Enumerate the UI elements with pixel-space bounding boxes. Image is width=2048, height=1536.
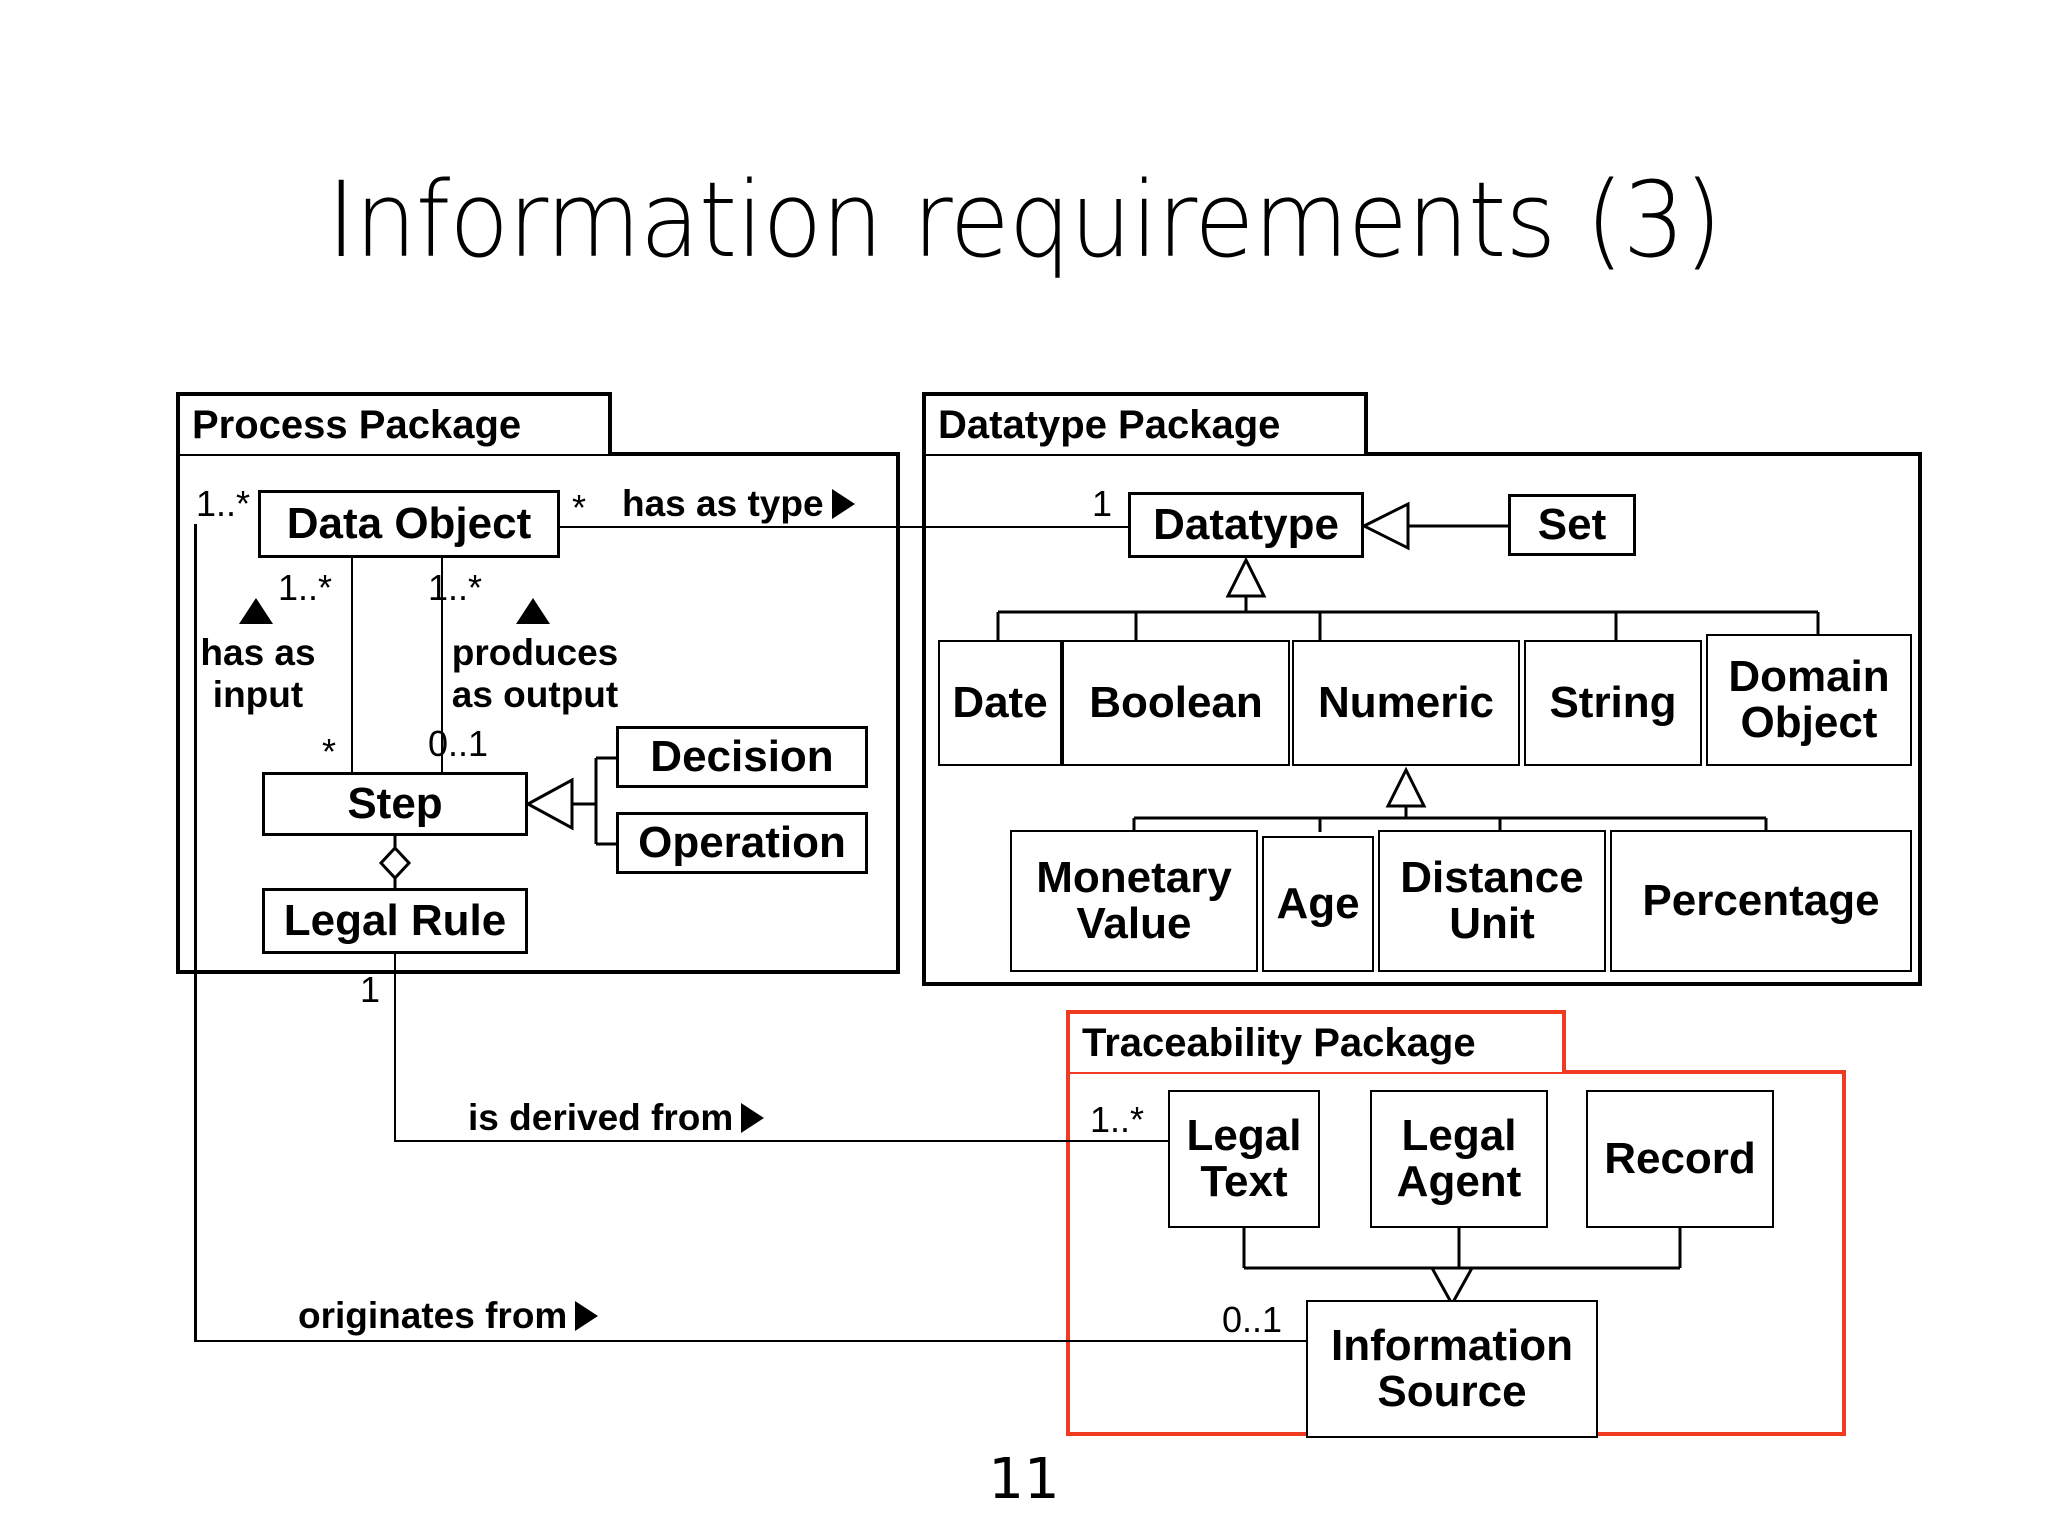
aggregation-step-legal-rule — [378, 832, 412, 892]
multiplicity-has-as-input-bottom: * — [322, 731, 337, 772]
association-label-has-as-type-text: has as type — [622, 483, 824, 524]
class-monetary-value[interactable]: Monetary Value — [1010, 830, 1258, 972]
line-has-as-type — [560, 526, 1128, 528]
class-decision-label: Decision — [650, 731, 834, 781]
class-step-label: Step — [347, 778, 443, 828]
role-has-as-input: has as input — [194, 632, 322, 716]
class-string[interactable]: String — [1524, 640, 1702, 766]
line-originates-from — [194, 1340, 1316, 1342]
association-label-has-as-type: has as type — [622, 484, 855, 524]
role-produces-as-output-line1: produces — [451, 632, 619, 673]
class-information-source[interactable]: Information Source — [1306, 1300, 1598, 1438]
class-boolean[interactable]: Boolean — [1062, 640, 1290, 766]
class-age-label: Age — [1276, 878, 1360, 928]
class-legal-agent-label: Legal Agent — [1396, 1110, 1522, 1206]
class-step[interactable]: Step — [262, 772, 528, 836]
process-package-tab: Process Package — [176, 392, 612, 454]
class-operation[interactable]: Operation — [616, 812, 868, 874]
class-legal-rule[interactable]: Legal Rule — [262, 888, 528, 954]
association-label-originates-from-text: originates from — [298, 1295, 568, 1336]
class-numeric[interactable]: Numeric — [1292, 640, 1520, 766]
class-record[interactable]: Record — [1586, 1090, 1774, 1228]
class-domain-object-label: Domain Object — [1728, 651, 1890, 747]
multiplicity-is-derived-from-source: 1 — [360, 969, 381, 1010]
arrow-right-icon — [575, 1301, 599, 1331]
class-legal-text-label: Legal Text — [1186, 1110, 1302, 1206]
class-age[interactable]: Age — [1262, 836, 1374, 972]
class-percentage-label: Percentage — [1642, 875, 1880, 925]
multiplicity-datatype-left: 1 — [1092, 483, 1113, 524]
association-label-originates-from: originates from — [298, 1295, 599, 1336]
class-legal-text[interactable]: Legal Text — [1168, 1090, 1320, 1228]
role-produces-as-output: produces as output — [440, 632, 630, 716]
class-operation-label: Operation — [638, 817, 846, 867]
generalization-datatype-subclasses — [996, 556, 1820, 642]
class-datatype-label: Datatype — [1153, 499, 1339, 549]
role-has-as-input-line1: has as — [200, 632, 316, 673]
class-information-source-label: Information Source — [1331, 1320, 1573, 1416]
arrow-right-icon — [831, 489, 855, 519]
line-data-object-left-down — [194, 524, 197, 1342]
datatype-package-label: Datatype Package — [938, 402, 1281, 447]
line-has-as-input — [351, 558, 353, 774]
class-boolean-label: Boolean — [1089, 677, 1263, 727]
class-string-label: String — [1549, 677, 1677, 727]
process-package-label: Process Package — [192, 402, 522, 447]
class-set[interactable]: Set — [1508, 494, 1636, 556]
class-datatype[interactable]: Datatype — [1128, 492, 1364, 558]
class-legal-rule-label: Legal Rule — [283, 895, 507, 945]
class-numeric-label: Numeric — [1317, 677, 1495, 727]
class-date[interactable]: Date — [938, 640, 1062, 766]
line-legal-rule-down — [394, 954, 396, 1142]
page-title: Information requirements (3) — [326, 159, 1722, 281]
class-date-label: Date — [952, 677, 1048, 727]
multiplicity-produces-as-output-bottom: 0..1 — [428, 723, 489, 764]
class-monetary-value-label: Monetary Value — [1036, 852, 1232, 948]
generalization-numeric-subclasses — [1132, 766, 1768, 832]
traceability-package-tab: Traceability Package — [1066, 1010, 1566, 1072]
multiplicity-originates-from-target: 0..1 — [1222, 1299, 1283, 1340]
class-distance-unit[interactable]: Distance Unit — [1378, 830, 1606, 972]
multiplicity-data-object-left: 1..* — [196, 483, 251, 524]
datatype-package-tab: Datatype Package — [922, 392, 1368, 454]
multiplicity-has-as-input-top: 1..* — [278, 567, 333, 608]
association-label-is-derived-from: is derived from — [468, 1097, 765, 1138]
line-is-derived-from — [394, 1140, 1180, 1142]
multiplicity-is-derived-from-target: 1..* — [1090, 1099, 1145, 1140]
class-percentage[interactable]: Percentage — [1610, 830, 1912, 972]
multiplicity-produces-as-output-top: 1..* — [428, 567, 483, 608]
arrow-right-icon — [741, 1103, 765, 1133]
generalization-step-subclasses — [524, 756, 620, 846]
traceability-package-label: Traceability Package — [1082, 1020, 1476, 1065]
role-has-as-input-line2: input — [212, 674, 304, 715]
generalization-information-source-subclasses — [1242, 1226, 1682, 1306]
page-number: 11 — [988, 1447, 1060, 1512]
class-data-object[interactable]: Data Object — [258, 490, 560, 558]
multiplicity-data-object-right: * — [572, 487, 587, 528]
class-record-label: Record — [1604, 1133, 1756, 1183]
class-data-object-label: Data Object — [286, 498, 532, 548]
generalization-datatype-set — [1362, 501, 1510, 551]
class-legal-agent[interactable]: Legal Agent — [1370, 1090, 1548, 1228]
class-set-label: Set — [1537, 499, 1607, 549]
navigation-triangle-produces-as-output-icon — [516, 598, 550, 624]
class-decision[interactable]: Decision — [616, 726, 868, 788]
line-produces-as-output — [441, 558, 443, 774]
class-domain-object[interactable]: Domain Object — [1706, 634, 1912, 766]
class-distance-unit-label: Distance Unit — [1400, 852, 1584, 948]
role-produces-as-output-line2: as output — [451, 674, 619, 715]
association-label-is-derived-from-text: is derived from — [468, 1097, 734, 1138]
navigation-triangle-has-as-input-icon — [239, 598, 273, 624]
